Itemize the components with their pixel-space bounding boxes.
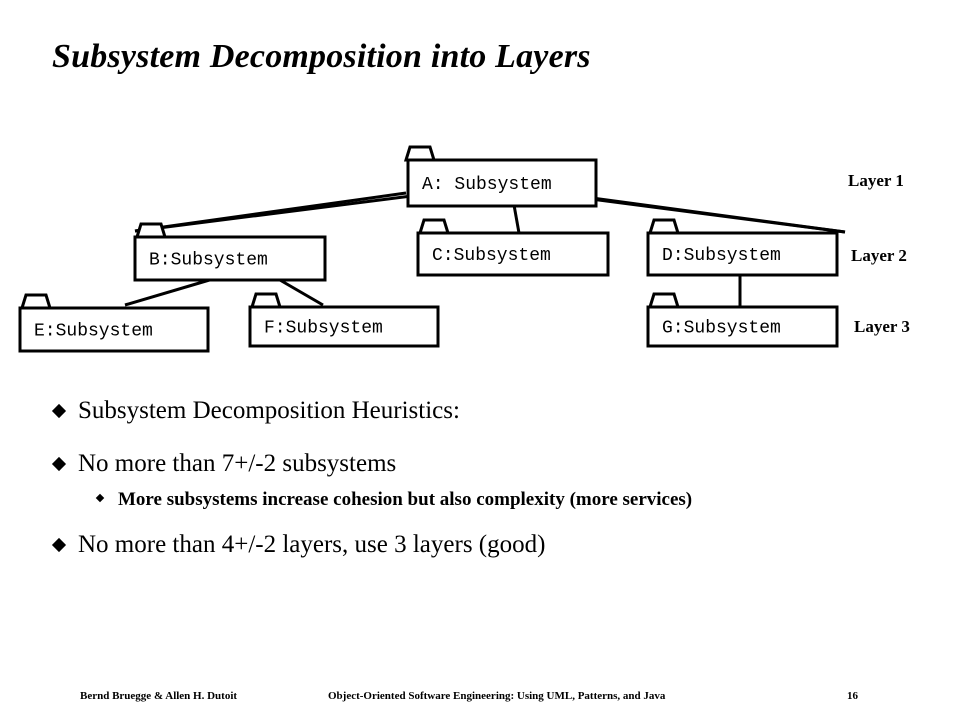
bullet-text: Subsystem Decomposition Heuristics:	[78, 397, 460, 424]
bullet-text: No more than 7+/-2 subsystems	[78, 450, 397, 477]
page-title: Subsystem Decomposition into Layers	[52, 38, 591, 75]
package-box	[646, 231, 839, 277]
sub-bullet-text: More subsystems increase cohesion but al…	[118, 489, 693, 510]
package-tab	[249, 292, 283, 309]
package-tab	[647, 218, 681, 235]
package-tab	[647, 292, 681, 309]
package-label: E:Subsystem	[34, 322, 153, 342]
package-tab	[417, 218, 451, 235]
package-label: C:Subsystem	[432, 246, 551, 266]
package-tab	[134, 222, 168, 239]
package-tab	[403, 145, 437, 162]
connector-line	[512, 204, 521, 234]
footer-book-title: Object-Oriented Software Engineering: Us…	[328, 690, 666, 702]
package-box	[646, 305, 839, 348]
package-c: C:Subsystem	[416, 218, 610, 277]
bullet-list: Subsystem Decomposition Heuristics: No m…	[50, 394, 910, 581]
sub-bullet-item: More subsystems increase cohesion but al…	[50, 488, 910, 512]
small-diamond-bullet-icon	[95, 493, 105, 503]
package-box	[18, 306, 210, 353]
package-box	[406, 158, 598, 208]
diamond-bullet-icon	[51, 537, 67, 553]
package-label: B:Subsystem	[149, 251, 268, 271]
diamond-bullet-icon	[51, 403, 67, 419]
package-g: G:Subsystem	[646, 292, 839, 348]
diamond-bullet-icon	[51, 456, 67, 472]
footer-authors: Bernd Bruegge & Allen H. Dutoit	[80, 690, 238, 702]
layer-3-label: Layer 3	[854, 317, 910, 336]
bullet-text: No more than 4+/-2 layers, use 3 layers …	[78, 531, 546, 558]
bullet-item: No more than 4+/-2 layers, use 3 layers …	[50, 528, 910, 562]
package-box	[133, 235, 327, 282]
package-label: D:Subsystem	[662, 246, 781, 266]
package-box	[248, 305, 440, 348]
package-b: B:Subsystem	[133, 222, 327, 282]
package-e: E:Subsystem	[18, 293, 210, 353]
package-label: F:Subsystem	[264, 319, 383, 339]
connector-line	[554, 191, 846, 234]
package-label: A: Subsystem	[422, 175, 552, 195]
package-label: G:Subsystem	[662, 319, 781, 339]
package-a: A: Subsystem	[403, 145, 598, 208]
package-tab	[19, 293, 53, 310]
footer-page-number: 16	[847, 690, 858, 702]
layer-1-label: Layer 1	[848, 171, 904, 190]
connector-line	[134, 191, 436, 233]
package-d: D:Subsystem	[646, 218, 839, 277]
bullet-item: No more than 7+/-2 subsystems	[50, 447, 910, 481]
layer-2-label: Layer 2	[851, 246, 907, 265]
bullet-item: Subsystem Decomposition Heuristics:	[50, 394, 910, 428]
package-f: F:Subsystem	[248, 292, 440, 348]
package-box	[416, 231, 610, 277]
